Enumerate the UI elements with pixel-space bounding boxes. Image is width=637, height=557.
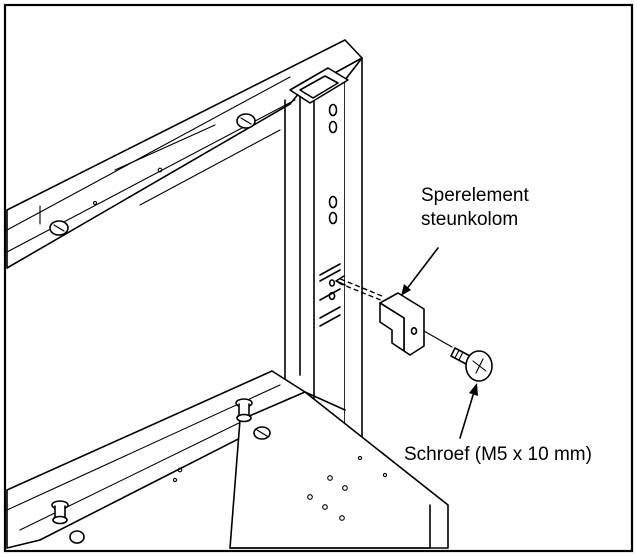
stopper-callout-line2: steunkolom <box>421 209 519 230</box>
screw-callout: Schroef (M5 x 10 mm) <box>404 444 592 465</box>
screw <box>423 330 493 382</box>
stopper-callout: Sperelement steunkolom <box>421 184 529 232</box>
insertion-guide <box>335 275 389 304</box>
base-unit <box>6 370 449 549</box>
top-frame-beam <box>6 39 363 269</box>
support-column <box>284 57 363 471</box>
column-stopper-bracket <box>379 292 425 356</box>
stopper-leader-arrow <box>401 247 439 296</box>
stopper-callout-line1: Sperelement <box>421 185 529 206</box>
screw-leader-arrow <box>459 383 478 439</box>
